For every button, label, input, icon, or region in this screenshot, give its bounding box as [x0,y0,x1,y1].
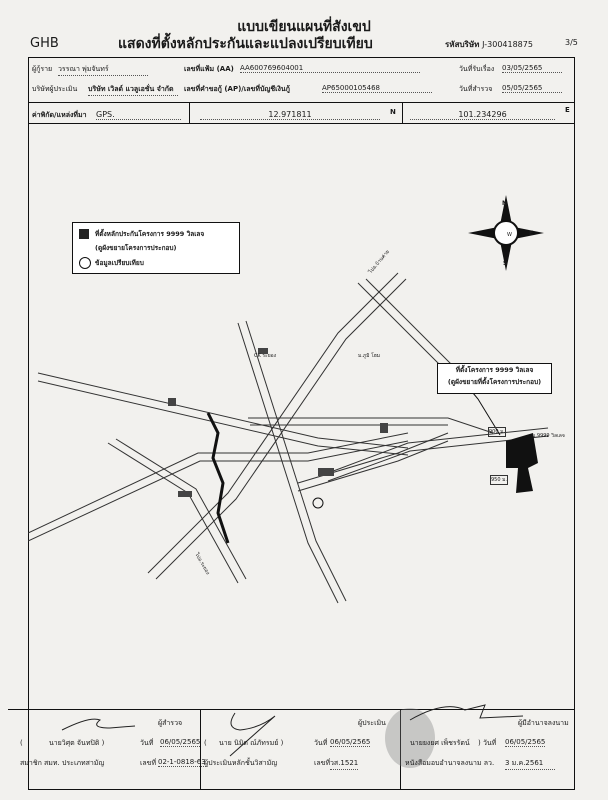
appraiser-name: ( นาย นิมิต ณ์ภัทรมย์ ) [204,739,284,747]
map-label-dist2: 950 ม. [490,475,509,485]
map-label-ck: CK ระยอง [254,353,277,359]
appraiser-date-label: วันที่ [314,739,328,747]
received-date-label: วันที่รับเรื่อง [459,65,495,73]
legend-collateral-note: (ดูผังขยายโครงการประกอบ) [95,244,177,252]
appraiser-no-label: เลขที่ [314,759,331,767]
form-title: แบบเขียนแผนที่สังเขป [237,19,371,35]
gps-latitude: 12.971811 [200,110,380,120]
loan-no-value: AP65000105468 [322,84,432,93]
signatory-authorization: หนังสือมอบอำนาจลงนาม ลว. [405,759,495,767]
river [206,412,230,544]
signatory-date: 06/05/2565 [505,738,546,747]
form-subtitle: แสดงที่ตั้งหลักประกันและแปลงเปรียบเทียบ [118,36,373,52]
appraiser-no: วส.1521 [330,758,359,770]
divider [28,123,575,124]
company-seal-stamp [385,708,435,768]
borrower-label: ผู้กู้ราย [32,65,53,73]
map-label-dist1: 900 ม. [488,427,507,437]
surveyor-date: 06/05/2565 [160,738,201,747]
divider [28,102,575,103]
surveyor-signature [61,718,136,731]
map-label-project: ม.9999 วิลเลจ [532,433,565,439]
company-code-value: J-300418875 [482,40,533,49]
callout-line1: ที่ตั้งโครงการ 9999 วิลเลจ [455,366,534,374]
divider [189,102,190,123]
appraiser-name-text: นาย นิมิต ณ์ภัทรมย์ [218,739,279,747]
appraiser-signature [229,712,276,757]
project-site-marker [506,433,538,493]
compass-n: N [502,200,508,207]
survey-date-label: วันที่สำรวจ [459,85,493,93]
legend-collateral: ที่ตั้งหลักประกันโครงการ 9999 วิลเลจ [95,230,205,238]
divider [200,709,201,790]
surveyor-date-label: วันที่ [140,739,154,747]
appraiser-level: ผู้ประเมินหลักชั้นวิสามัญ [204,759,278,767]
signatory-role: ผู้มีอำนาจลงนาม [518,719,569,727]
appraiser-role: ผู้ประเมิน [358,719,386,727]
compass [468,195,544,271]
gps-source: GPS. [96,110,181,120]
project-callout: ที่ตั้งโครงการ 9999 วิลเลจ (ดูผังขยายที่… [437,363,552,394]
surveyor-no-label: เลขที่ [140,759,157,767]
gps-label: ค่าพิกัด/แหล่งที่มา [32,111,87,119]
callout-line2: (ดูผังขยายที่ตั้งโครงการประกอบ) [447,378,542,386]
surveyor-name: ( นายวิศุต จันทปิติ ) [20,739,105,747]
appraiser-company-value: บริษัท เวิลด์ แวลูเอชั่น จำกัด [88,84,178,96]
file-no-label: เลขที่แฟ้ม (AA) [184,65,234,73]
surveyor-name-text: นายวิศุต จันทปิติ [48,739,100,747]
roads [28,272,549,604]
appraiser-company-label: บริษัทผู้ประเมิน [32,85,78,93]
surveyor-member: สมาชิก สมท. ประเภทสามัญ [20,759,105,767]
borrower-value: วรรณา พุ่มจันทร์ [58,64,148,76]
compass-s: S [503,260,508,267]
collateral-swatch-icon [79,229,89,239]
signatory-date-label: ) วันที่ [478,739,497,747]
compass-w: W [507,232,512,238]
received-date-value: 03/05/2565 [502,64,562,73]
gps-lon-dir: E [565,106,570,114]
signatory-name: นายยงยศ เพ็ชรรัตน์ [410,739,470,747]
divider [400,709,401,790]
surveyor-role: ผู้สำรวจ [158,719,183,727]
compass-e: E [529,230,534,237]
loan-no-label: เลขที่คำขอกู้ (AP)/เลขที่บัญชีเงินกู้ [184,85,290,93]
map-legend: ที่ตั้งหลักประกันโครงการ 9999 วิลเลจ (ดู… [72,222,240,274]
comparable-circle-icon [79,257,91,269]
map-icons [168,348,388,509]
company-code-label: รหัสบริษัท [445,40,480,49]
signatory-date-label-text: วันที่ [482,739,497,747]
divider [402,102,403,123]
appraiser-date: 06/05/2565 [330,738,371,747]
file-no-value: AA600769604001 [240,64,420,73]
legend-comparable: ข้อมูลเปรียบเทียบ [95,259,144,267]
divider [8,709,575,710]
page-number: 3/5 [565,38,578,47]
signatory-authorization-date: 3 ม.ค.2561 [505,758,555,770]
gps-longitude: 101.234296 [410,110,555,120]
map-label-phumi: ม.ภูมิ โฮม [358,353,381,359]
gps-lat-dir: N [390,108,396,116]
surveyor-no: 02-1-0818-63 [158,758,206,767]
map-form [28,57,575,790]
bank-name: GHB [30,36,59,51]
location-map [28,195,549,604]
survey-date-value: 05/05/2565 [502,84,562,93]
company-code: รหัสบริษัท J-300418875 [445,38,533,51]
signatory-signature [409,704,524,721]
